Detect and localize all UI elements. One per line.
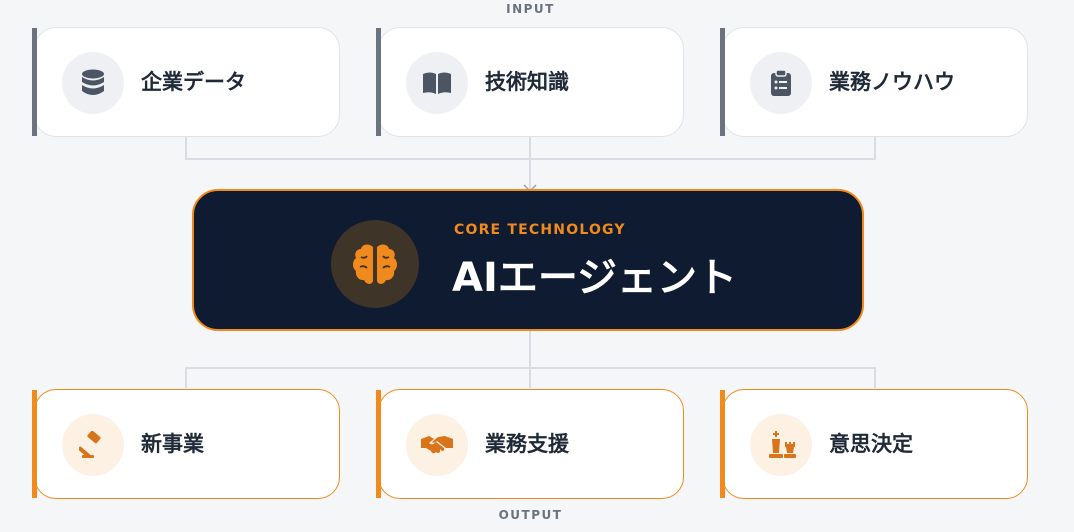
output-card-decision-making: 意思決定 [720, 389, 1028, 499]
handshake-icon [406, 414, 468, 476]
clipboard-icon [750, 52, 812, 114]
input-card-label: 企業データ [141, 70, 246, 94]
input-card-label: 業務ノウハウ [829, 70, 955, 94]
output-card-label: 業務支援 [485, 432, 569, 456]
card-accent-bar [720, 390, 725, 498]
input-card-company-data: 企業データ [32, 27, 340, 137]
output-label: OUTPUT [498, 508, 563, 522]
output-card-business-support: 業務支援 [376, 389, 684, 499]
card-accent-bar [376, 390, 381, 498]
card-accent-bar [32, 28, 37, 136]
input-card-tech-knowledge: 技術知識 [376, 27, 684, 137]
output-card-label: 意思決定 [829, 432, 913, 456]
gavel-icon [62, 414, 124, 476]
input-label: INPUT [506, 2, 555, 16]
card-accent-bar [32, 390, 37, 498]
core-ai-agent-box: CORE TECHNOLOGY AIエージェント [192, 189, 864, 331]
book-icon [406, 52, 468, 114]
card-accent-bar [720, 28, 725, 136]
database-icon [62, 52, 124, 114]
output-card-new-business: 新事業 [32, 389, 340, 499]
input-card-label: 技術知識 [485, 70, 569, 94]
core-subtitle: CORE TECHNOLOGY [454, 222, 626, 238]
output-card-label: 新事業 [141, 432, 204, 456]
input-card-business-knowhow: 業務ノウハウ [720, 27, 1028, 137]
core-title: AIエージェント [452, 255, 738, 301]
card-accent-bar [376, 28, 381, 136]
brain-icon [331, 220, 419, 308]
chess-icon [750, 414, 812, 476]
